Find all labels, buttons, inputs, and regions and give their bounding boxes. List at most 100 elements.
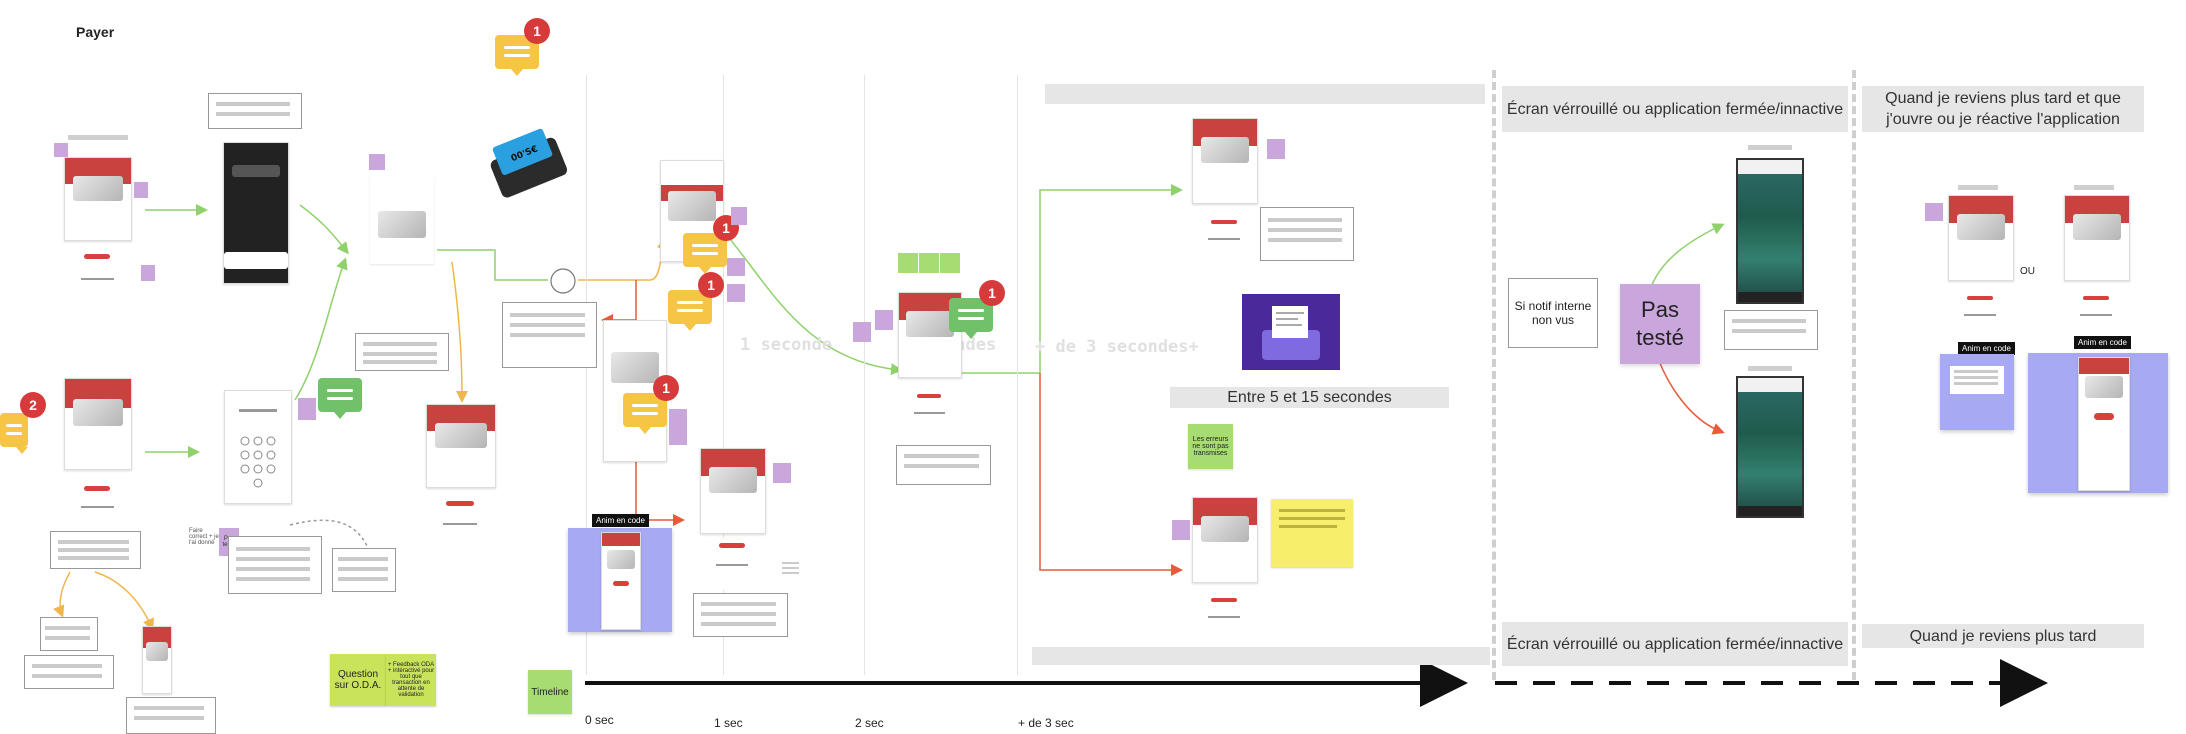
gray-text-box xyxy=(24,655,114,689)
pin-pad-mockup xyxy=(224,390,292,504)
notification-badge: 2 xyxy=(20,392,46,418)
label-bar xyxy=(1958,185,1998,190)
timeline-guide-0 xyxy=(586,75,587,675)
phone-mockup-bottom xyxy=(700,538,764,590)
phone-mockup xyxy=(1192,118,1258,204)
section-divider-2 xyxy=(1852,70,1856,680)
gray-text-box xyxy=(40,617,98,651)
android-lockscreen-mockup xyxy=(1736,376,1804,518)
tick-2-sec: 2 sec xyxy=(855,716,884,730)
message-bubble-icon xyxy=(318,378,362,419)
message-bubble-icon xyxy=(668,290,712,331)
gray-text-box xyxy=(355,333,449,371)
tick-3-sec: + de 3 sec xyxy=(1018,716,1074,730)
payment-terminal-illustration xyxy=(1242,294,1340,370)
message-bubble-icon xyxy=(0,413,28,454)
phone-mockup-bottom xyxy=(1948,290,2012,336)
notification-badge: 1 xyxy=(698,272,724,298)
timing-band-bottom xyxy=(1032,647,1490,665)
gray-text-box xyxy=(693,593,788,637)
purple-note xyxy=(54,143,68,157)
phone-mockup xyxy=(370,176,434,264)
green-note xyxy=(898,253,918,273)
purple-note xyxy=(1925,203,1943,221)
phone-mockup-small xyxy=(601,532,641,630)
green-note xyxy=(919,253,939,273)
gray-text-box xyxy=(896,445,991,485)
feedback-note: + Feedback ODA + intéractivé pour tout q… xyxy=(386,654,436,706)
tick-0-sec: 0 sec xyxy=(585,713,614,727)
purple-note xyxy=(669,409,687,445)
gray-text-box xyxy=(228,536,322,594)
page-title: Payer xyxy=(76,24,115,40)
gray-text-box xyxy=(332,548,396,592)
purple-note xyxy=(141,265,155,281)
label-bar xyxy=(1748,366,1792,371)
phone-mockup xyxy=(426,404,496,488)
purple-note xyxy=(298,398,316,420)
purple-note xyxy=(369,154,385,170)
gray-text-box xyxy=(502,302,597,368)
timeline-guide-3 xyxy=(1017,75,1018,675)
gray-text-box xyxy=(50,531,141,569)
gray-text-box xyxy=(208,93,302,129)
timeline-guide-2 xyxy=(864,75,865,675)
anim-label: Anim en code xyxy=(2074,336,2131,349)
timeline-guide-1 xyxy=(723,75,724,675)
phone-mockup-bottom xyxy=(426,495,494,545)
gray-text-box xyxy=(126,697,216,734)
section-locked-bottom: Écran vérrouillé ou application fermée/i… xyxy=(1502,622,1848,666)
purple-note xyxy=(731,207,747,225)
label-bar xyxy=(2074,185,2114,190)
phone-mockup-bottom xyxy=(64,247,130,299)
phone-mockup-bottom xyxy=(1192,592,1256,638)
phone-mockup xyxy=(700,448,766,534)
android-lockscreen-mockup xyxy=(1736,158,1804,304)
timeline-sticky: Timeline xyxy=(528,670,572,714)
section-locked-top: Écran vérrouillé ou application fermée/i… xyxy=(1502,86,1848,132)
phone-mockup-bottom xyxy=(2064,290,2128,336)
notification-badge: 1 xyxy=(979,280,1005,306)
purple-note xyxy=(1172,520,1190,540)
note-between-5-15s: Entre 5 et 15 secondes xyxy=(1170,387,1449,408)
purple-note xyxy=(1267,139,1285,159)
purple-note xyxy=(134,182,148,198)
label-bar xyxy=(1748,145,1792,150)
pas-teste-note: Pas testé xyxy=(1620,284,1700,364)
purple-note xyxy=(727,284,745,302)
phone-mockup-bottom xyxy=(898,388,960,434)
tick-1-sec: 1 sec xyxy=(714,716,743,730)
purple-note xyxy=(853,322,871,342)
purple-note xyxy=(875,310,893,330)
mini-note: Faire correct + je l'ai donné xyxy=(189,528,221,558)
phone-mockup xyxy=(1948,195,2014,281)
gray-text-box xyxy=(1260,207,1354,261)
phone-mockup xyxy=(1192,497,1258,583)
gray-text-box xyxy=(780,558,802,580)
notification-badge: 1 xyxy=(524,18,550,44)
purple-note xyxy=(727,258,745,276)
bg-label-3s: + de 3 secondes+ xyxy=(1035,337,1199,357)
phone-dark-mockup xyxy=(223,142,289,284)
pin-pad-icon xyxy=(239,409,277,488)
phone-mockup xyxy=(64,378,132,470)
phone-mockup-small xyxy=(142,626,172,694)
section-later-bottom: Quand je reviens plus tard xyxy=(1862,624,2144,648)
section-divider-1 xyxy=(1492,70,1496,680)
phone-mockup xyxy=(2078,357,2130,491)
question-note: Question sur O.D.A. xyxy=(330,654,386,706)
label-bar xyxy=(68,135,128,140)
phone-mockup-bottom xyxy=(64,480,130,530)
gray-text-box xyxy=(1950,366,2004,394)
notification-badge: 1 xyxy=(653,375,679,401)
timing-band-top xyxy=(1045,84,1485,104)
ou-label: OU xyxy=(2020,266,2035,277)
yellow-note xyxy=(1271,499,1353,567)
bg-label-1s: 1 seconde xyxy=(740,335,833,355)
payment-terminal-icon: 00'S€ xyxy=(490,128,568,198)
anim-label: Anim en code xyxy=(1958,342,2015,355)
si-notif-box: Si notif interne non vus xyxy=(1508,278,1598,348)
anim-label: Anim en code xyxy=(592,514,649,527)
gray-text-box xyxy=(1724,310,1818,350)
